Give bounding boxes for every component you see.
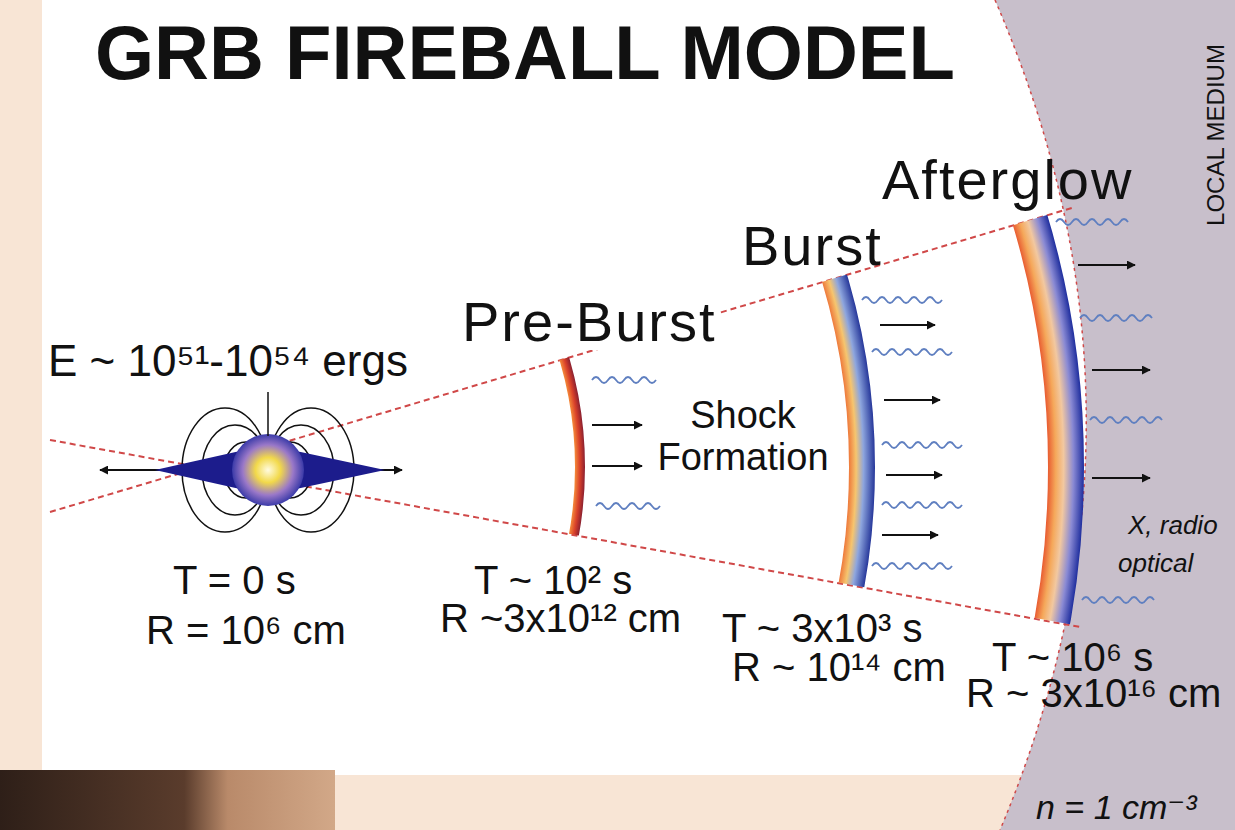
diagram-title: GRB FIREBALL MODEL: [95, 15, 955, 91]
energy-label: E ~ 10⁵¹-10⁵⁴ ergs: [46, 339, 410, 383]
motion-arrow: [882, 534, 938, 536]
stage-label: Afterglow: [882, 152, 1133, 208]
photo-fragment: [0, 770, 335, 830]
burst-shell: [0, 0, 862, 830]
emission-label: X, radio: [1126, 512, 1220, 538]
radius-label: R = 10⁶ cm: [146, 610, 346, 650]
wavy-photon: [1090, 417, 1162, 423]
wavy-photon: [872, 563, 952, 569]
radius-label: R ~ 10¹⁴ cm: [732, 647, 946, 687]
wavy-photon: [592, 377, 656, 383]
jet-cone: [155, 451, 240, 489]
time-label: T ~ 10⁶ s: [992, 637, 1153, 677]
wavy-photon: [882, 502, 962, 508]
jet-cone: [296, 451, 385, 489]
central-engine: [100, 392, 402, 532]
time-label: T ~ 10² s: [474, 560, 632, 600]
wavy-photon: [882, 442, 962, 448]
radius-label: R ~3x10¹² cm: [440, 598, 681, 638]
radiation-waves: [592, 219, 1162, 603]
motion-arrow: [592, 424, 642, 426]
motion-arrow: [592, 465, 642, 467]
radius-label: R ~ 3x10¹⁶ cm: [966, 673, 1221, 713]
wavy-photon: [1082, 597, 1154, 603]
shells: [0, 0, 1066, 830]
motion-arrow: [1078, 264, 1135, 266]
central-source: [232, 434, 304, 506]
medium-label: LOCAL MEDIUM: [1204, 44, 1228, 226]
energy-leader: [267, 392, 269, 436]
process-label: Shock Formation: [648, 395, 838, 479]
density-label: n = 1 cm⁻³: [1036, 790, 1197, 824]
afterglow-shell: [0, 0, 1066, 830]
wavy-photon: [862, 297, 942, 303]
time-label: T ~ 3x10³ s: [722, 608, 922, 648]
wavy-photon: [1080, 315, 1152, 321]
pre-burst-shell: [0, 87, 580, 830]
motion-arrow: [886, 474, 942, 476]
wavy-photon: [872, 349, 952, 355]
emission-label: optical: [1116, 550, 1195, 576]
motion-arrow: [1092, 477, 1150, 479]
motion-arrow: [1092, 369, 1150, 371]
wavy-photon: [1056, 219, 1128, 225]
motion-arrow: [880, 324, 935, 326]
wavy-photon: [596, 503, 660, 509]
stage-label: Burst: [742, 218, 883, 274]
stage-label: Pre-Burst: [460, 294, 719, 350]
time-label: T = 0 s: [173, 560, 296, 600]
motion-arrow: [884, 399, 940, 401]
